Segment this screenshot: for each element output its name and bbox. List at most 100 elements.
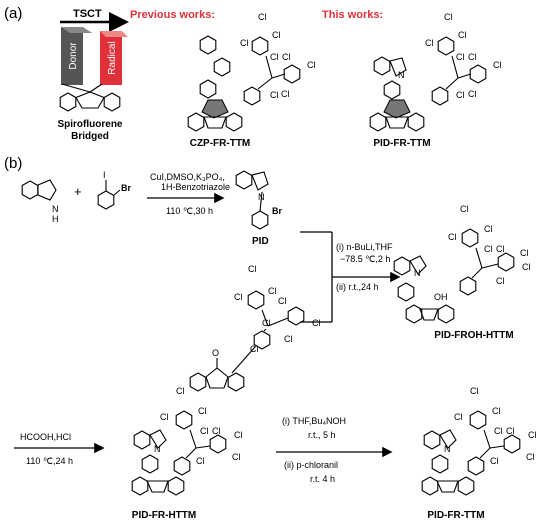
cl-label: Cl: [262, 318, 271, 328]
pid-froh-httm-structure: [393, 228, 515, 324]
tsct-arrow: TSCT: [60, 8, 129, 32]
step2-line3: (ii) r.t.,24 h: [336, 282, 379, 292]
cl-label: Cl: [284, 334, 293, 344]
cl-label: Cl: [470, 386, 479, 396]
frhttm-cl-labels: Cl Cl Cl Cl Cl Cl Cl Cl: [160, 386, 243, 466]
panel-a-label: (a): [4, 5, 22, 22]
cl-label: Cl: [496, 276, 505, 286]
cl-label: Cl: [234, 292, 243, 302]
cl-label: Cl: [492, 406, 501, 416]
indole-n: N: [52, 204, 59, 214]
step2-line2: −78.5 ℃,2 h: [340, 254, 390, 264]
pid-fr-ttm-label-a: PID-FR-TTM: [373, 138, 430, 149]
pid-fr-ttm-structure-b: [421, 410, 521, 496]
cl-label: Cl: [270, 90, 279, 100]
cl-label: Cl: [232, 452, 241, 462]
cl-label: Cl: [494, 426, 503, 436]
bromo-label: Br: [121, 183, 131, 193]
final-label: PID-FR-TTM: [427, 510, 484, 521]
pid-cl-labels-a: Cl Cl Cl Cl Cl Cl Cl Cl: [425, 12, 502, 100]
spirofluorene-structure: [59, 83, 121, 112]
ketone-o: O: [212, 348, 219, 358]
cl-label: Cl: [456, 90, 465, 100]
previous-works-title: Previous works:: [130, 9, 215, 21]
cl-label: Cl: [281, 89, 290, 99]
pid-fr-ttm-structure-a: [369, 36, 487, 132]
cl-label: Cl: [212, 426, 221, 436]
cl-label: Cl: [454, 412, 463, 422]
step4-line3: (ii) p-chloranil: [284, 460, 338, 470]
pid-fr-httm-structure: [131, 410, 227, 496]
final-cl-labels: Cl Cl Cl Cl Cl Cl Cl Cl: [454, 386, 537, 466]
radical-label: Radical: [107, 41, 118, 74]
froh-n: N: [414, 268, 421, 278]
cl-label: Cl: [270, 52, 279, 62]
cl-label: Cl: [312, 318, 321, 328]
cl-label: Cl: [506, 426, 515, 436]
cl-label: Cl: [198, 406, 207, 416]
cl-label: Cl: [307, 60, 316, 70]
cl-label: Cl: [468, 89, 477, 99]
panel-b-label: (b): [4, 155, 22, 172]
cl-label: Cl: [258, 12, 267, 22]
iodo-label: I: [103, 170, 106, 180]
cl-label: Cl: [200, 426, 209, 436]
cl-label: Cl: [176, 386, 185, 396]
pid-structure: [235, 170, 269, 230]
indole-structure: [21, 179, 57, 201]
cl-label: Cl: [468, 52, 477, 62]
cl-label: Cl: [484, 244, 493, 254]
donor-label: Donor: [68, 42, 79, 70]
cl-label: Cl: [248, 264, 257, 274]
step1-conditions: 110 ℃,30 h: [166, 206, 213, 216]
radical-block: Radical: [100, 31, 128, 85]
czp-fr-ttm-structure: [187, 35, 301, 132]
cl-label: Cl: [528, 430, 537, 440]
plus-sign: +: [74, 184, 82, 199]
frhttm-label: PID-FR-HTTM: [132, 510, 196, 521]
step3-conditions: 110 ℃,24 h: [26, 456, 73, 466]
step2-line1: (i) n-BuLi,THF: [336, 242, 393, 252]
pid-br: Br: [272, 206, 282, 216]
ketone-cl-labels: Cl Cl Cl Cl Cl Cl Cl Cl: [234, 264, 321, 354]
cl-label: Cl: [282, 52, 291, 62]
cl-label: Cl: [458, 30, 467, 40]
cl-label: Cl: [240, 38, 249, 48]
step1-reagents: CuI,DMSO,K₃PO₄,: [150, 172, 225, 182]
cl-label: Cl: [490, 456, 499, 466]
donor-block: Donor: [61, 27, 92, 85]
step4-line1: (i) THF,Bu₄NOH: [282, 416, 346, 426]
step4-line2: r.t., 5 h: [308, 430, 336, 440]
cl-label: Cl: [496, 244, 505, 254]
froh-label: PID-FROH-HTTM: [434, 330, 513, 341]
this-works-title: This works:: [322, 9, 383, 21]
indole-h: H: [52, 214, 59, 224]
cl-label: Cl: [460, 204, 469, 214]
cl-label: Cl: [160, 412, 169, 422]
cl-label: Cl: [484, 224, 493, 234]
cl-label: Cl: [425, 38, 434, 48]
cl-label: Cl: [234, 430, 243, 440]
pid-label: PID: [252, 236, 269, 247]
frhttm-n: N: [154, 444, 161, 454]
czp-cl-labels: Cl Cl Cl Cl Cl Cl Cl Cl: [240, 12, 316, 100]
pid-n-label: N: [398, 70, 405, 80]
cl-label: Cl: [526, 452, 535, 462]
step3-reagents: HCOOH,HCl: [20, 432, 71, 442]
fluorenone-httm-structure: [189, 290, 305, 392]
step2-bracket: [300, 231, 401, 323]
final-n: N: [444, 444, 451, 454]
tsct-label: TSCT: [73, 8, 102, 20]
cl-label: Cl: [272, 30, 281, 40]
step1-additive: 1H-Benzotriazole: [161, 182, 230, 192]
cl-label: Cl: [520, 248, 529, 258]
cl-label: Cl: [448, 232, 457, 242]
czp-fr-ttm-label: CZP-FR-TTM: [190, 138, 251, 149]
spiro-caption-2: Bridged: [71, 131, 109, 142]
pid-n: N: [258, 192, 265, 202]
cl-label: Cl: [268, 286, 277, 296]
cl-label: Cl: [444, 12, 453, 22]
cl-label: Cl: [278, 296, 287, 306]
bromoiodobenzene-structure: [97, 180, 121, 210]
